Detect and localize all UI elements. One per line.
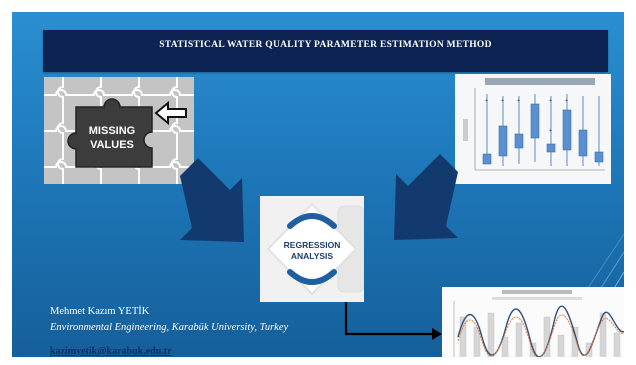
arrow-down-right-icon	[180, 158, 244, 242]
regression-analysis-image: REGRESSION ANALYSIS	[260, 196, 364, 302]
flow-arrows	[180, 154, 458, 340]
boxplot-image: + + + + + +	[455, 74, 611, 184]
author-name: Mehmet Kazım YETİK	[50, 306, 150, 317]
regression-label-line2: ANALYSIS	[291, 251, 334, 261]
connector-arrow-icon	[344, 302, 432, 336]
arrow-down-left-icon	[394, 154, 458, 240]
prediction-chart-image	[442, 287, 624, 357]
svg-text:+: +	[549, 98, 552, 104]
missing-label-line2: VALUES	[90, 139, 134, 151]
y-axis-label-bar	[463, 119, 468, 141]
svg-text:+: +	[501, 98, 504, 104]
svg-text:+: +	[549, 128, 552, 134]
slide: STATISTICAL WATER QUALITY PARAMETER ESTI…	[12, 12, 624, 357]
slide-title: STATISTICAL WATER QUALITY PARAMETER ESTI…	[159, 40, 492, 50]
svg-text:+: +	[565, 98, 568, 104]
regression-label-line1: REGRESSION	[284, 240, 341, 250]
svg-text:+: +	[485, 98, 488, 104]
title-bar: STATISTICAL WATER QUALITY PARAMETER ESTI…	[43, 30, 608, 72]
author-affiliation: Environmental Engineering, Karabük Unive…	[50, 322, 289, 333]
author-email-link[interactable]: kazimyetik@karabuk.edu.tr	[50, 346, 172, 357]
missing-label-line1: MISSING	[89, 125, 135, 137]
author-block: Mehmet Kazım YETİK Environmental Enginee…	[50, 305, 288, 357]
boxplot-header	[485, 78, 595, 85]
missing-values-image: MISSING VALUES	[44, 77, 194, 184]
arrow-outline-icon	[154, 100, 187, 126]
svg-text:+: +	[517, 98, 520, 104]
connector-arrowhead-icon	[432, 328, 442, 340]
